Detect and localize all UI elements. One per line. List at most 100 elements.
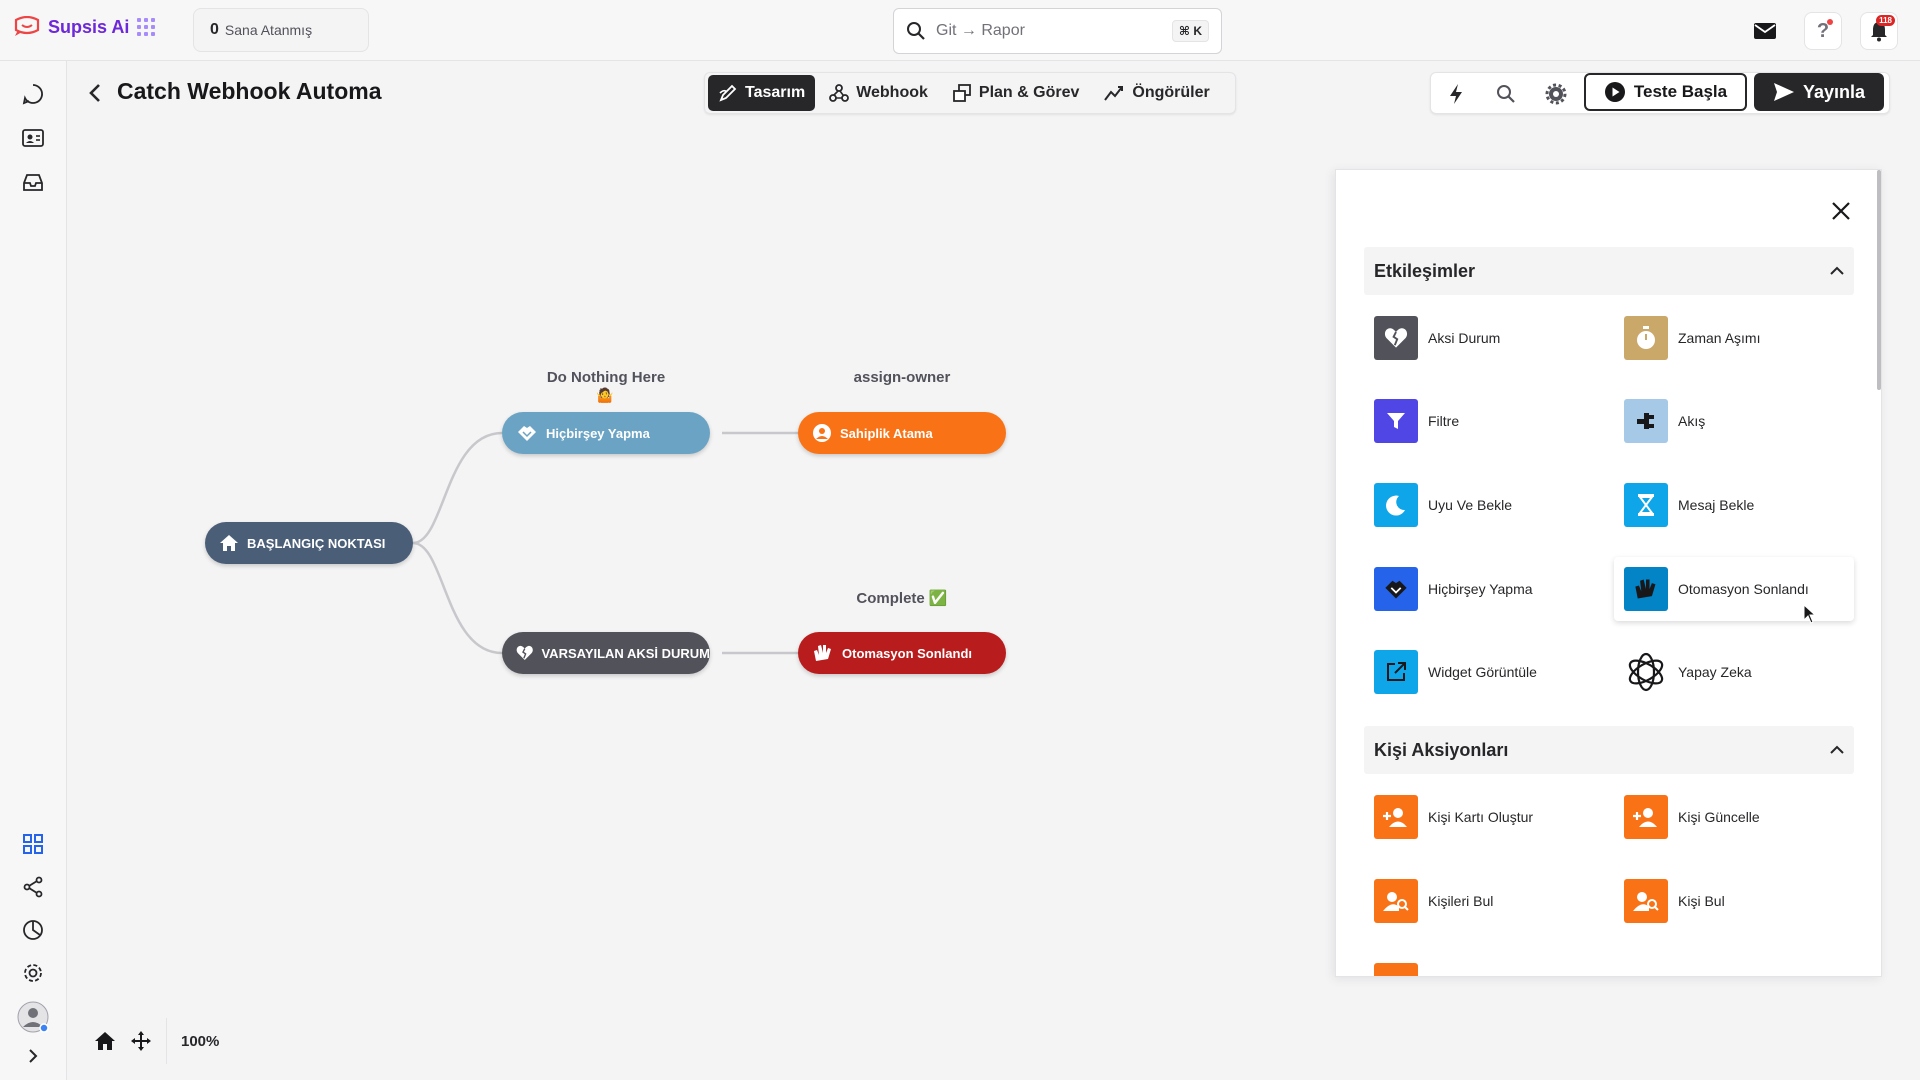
section-title: Kişi Aksiyonları bbox=[1374, 739, 1509, 760]
flow-icon bbox=[1624, 399, 1668, 443]
palette-item-else[interactable]: Aksi Durum bbox=[1364, 306, 1604, 370]
palette-item-automation-ended[interactable]: Otomasyon Sonlandı bbox=[1614, 557, 1854, 621]
dashboard-icon[interactable] bbox=[20, 831, 46, 857]
section-contact-actions[interactable]: Kişi Aksiyonları bbox=[1364, 726, 1854, 774]
broken-heart-icon bbox=[1374, 316, 1418, 360]
tab-webhook[interactable]: Webhook bbox=[819, 75, 938, 111]
user-edit-icon bbox=[1624, 795, 1668, 839]
home-icon bbox=[220, 535, 238, 551]
default-else-node[interactable]: VARSAYILAN AKSİ DURUM bbox=[502, 632, 710, 674]
assigned-label: Sana Atanmış bbox=[224, 22, 313, 38]
zoom-level: 100% bbox=[181, 1032, 220, 1050]
canvas-search-button[interactable] bbox=[1493, 81, 1519, 107]
start-node-label: BAŞLANGIÇ NOKTASI bbox=[247, 535, 386, 551]
tab-insights[interactable]: Öngörüler bbox=[1093, 75, 1219, 111]
external-link-icon bbox=[1374, 650, 1418, 694]
tab-label: Öngörüler bbox=[1132, 84, 1210, 101]
help-button[interactable]: ? bbox=[1804, 12, 1842, 50]
palette-item-ai[interactable]: Yapay Zeka bbox=[1614, 640, 1854, 704]
handshake-icon bbox=[518, 426, 536, 441]
palette-item-timeout[interactable]: Zaman Aşımı bbox=[1614, 306, 1854, 370]
start-test-button[interactable]: Teste Başla bbox=[1584, 73, 1747, 111]
palette-item-flow[interactable]: Akış bbox=[1614, 389, 1854, 453]
palette-item-label: Yapay Zeka bbox=[1678, 664, 1752, 680]
start-node[interactable]: BAŞLANGIÇ NOKTASI bbox=[205, 522, 413, 564]
brand-logo-icon bbox=[14, 16, 40, 36]
palette-item-label: Aksi Durum bbox=[1428, 330, 1501, 346]
emoji-icon: 🤷 bbox=[596, 387, 614, 403]
mail-button[interactable] bbox=[1746, 12, 1784, 50]
tab-label: Tasarım bbox=[745, 84, 806, 101]
palette-item-find-contact[interactable]: Kişi Bul bbox=[1614, 869, 1854, 933]
palette-item-widget[interactable]: Widget Görüntüle bbox=[1364, 640, 1604, 704]
palette-item-do-nothing[interactable]: Hiçbirşey Yapma bbox=[1364, 557, 1604, 621]
palette-item-wait-message[interactable]: Mesaj Bekle bbox=[1614, 473, 1854, 537]
close-panel-button[interactable] bbox=[1828, 198, 1854, 224]
ai-icon bbox=[1624, 650, 1668, 694]
view-tabs: Tasarım Webhook Plan & Görev Öngörüler bbox=[704, 72, 1236, 114]
settings-icon[interactable] bbox=[20, 960, 46, 986]
chevron-up-icon bbox=[1830, 745, 1844, 754]
tab-label: Plan & Görev bbox=[978, 84, 1080, 101]
home-icon[interactable] bbox=[94, 1031, 116, 1051]
palette-item-update-contact[interactable]: Kişi Güncelle bbox=[1614, 785, 1854, 849]
user-search-icon bbox=[1374, 879, 1418, 923]
start-test-label: Teste Başla bbox=[1633, 82, 1728, 101]
panel-scrollbar[interactable] bbox=[1877, 170, 1881, 390]
inbox-icon[interactable] bbox=[20, 169, 46, 195]
do-nothing-node[interactable]: Hiçbirşey Yapma bbox=[502, 412, 710, 454]
chat-icon[interactable] bbox=[20, 81, 46, 107]
share-icon[interactable] bbox=[20, 874, 46, 900]
reports-icon[interactable] bbox=[20, 917, 46, 943]
play-circle-icon bbox=[1604, 82, 1625, 102]
contacts-icon[interactable] bbox=[20, 125, 46, 151]
automation-settings-button[interactable] bbox=[1543, 81, 1569, 107]
chevron-up-icon bbox=[1830, 266, 1844, 275]
help-dot bbox=[1827, 19, 1833, 25]
tab-label: Webhook bbox=[856, 84, 928, 101]
palette-item-label: Akış bbox=[1678, 413, 1706, 429]
user-find-icon bbox=[1624, 879, 1668, 923]
assign-owner-node[interactable]: Sahiplik Atama bbox=[798, 412, 1006, 454]
section-interactions[interactable]: Etkileşimler bbox=[1364, 247, 1854, 295]
assigned-count: 0 bbox=[210, 21, 219, 38]
palette-item-filter[interactable]: Filtre bbox=[1364, 389, 1604, 453]
user-avatar[interactable] bbox=[17, 1001, 49, 1033]
node-palette-panel: Etkileşimler Aksi Durum Zaman Aşımı Filt… bbox=[1335, 169, 1882, 977]
apps-grid-icon[interactable] bbox=[137, 18, 155, 36]
palette-item-sleep[interactable]: Uyu Ve Bekle bbox=[1364, 473, 1604, 537]
publish-button[interactable]: Yayınla bbox=[1754, 73, 1884, 111]
help-icon: ? bbox=[1816, 19, 1830, 42]
automation-ended-node[interactable]: Otomasyon Sonlandı bbox=[798, 632, 1006, 674]
palette-item-partial[interactable] bbox=[1364, 953, 1604, 976]
palette-item-label: Zaman Aşımı bbox=[1678, 330, 1761, 346]
palette-item-create-contact[interactable]: Kişi Kartı Oluştur bbox=[1364, 785, 1604, 849]
canvas-controls: 100% bbox=[94, 1018, 220, 1064]
global-search-input[interactable]: Git → Rapor ⌘ K bbox=[893, 8, 1222, 54]
node-caption: assign-owner bbox=[853, 369, 951, 386]
assigned-to-me-button[interactable]: 0 Sana Atanmış bbox=[193, 8, 369, 52]
top-bar: Supsis Ai 0 Sana Atanmış Git → Rapor ⌘ K… bbox=[0, 0, 1920, 61]
node-label: Otomasyon Sonlandı bbox=[842, 645, 973, 661]
notification-badge: 118 bbox=[1876, 15, 1895, 26]
close-icon bbox=[1832, 202, 1850, 220]
notifications-button[interactable]: 118 bbox=[1860, 12, 1898, 50]
brand-logo[interactable]: Supsis Ai bbox=[12, 16, 129, 38]
tab-plan[interactable]: Plan & Görev bbox=[942, 75, 1089, 111]
palette-item-label: Otomasyon Sonlandı bbox=[1678, 581, 1809, 597]
clap-icon bbox=[1624, 567, 1668, 611]
palette-item-label: Kişi Kartı Oluştur bbox=[1428, 809, 1534, 825]
palette-item-label: Kişi Güncelle bbox=[1678, 809, 1760, 825]
back-button[interactable] bbox=[82, 80, 108, 106]
expand-sidebar-icon[interactable] bbox=[20, 1043, 46, 1069]
tab-design[interactable]: Tasarım bbox=[708, 75, 816, 111]
search-icon bbox=[1497, 85, 1515, 103]
move-icon[interactable] bbox=[130, 1030, 152, 1052]
chevron-left-icon bbox=[89, 84, 100, 102]
node-label: Sahiplik Atama bbox=[840, 425, 933, 441]
mouse-cursor-icon bbox=[1803, 604, 1817, 624]
palette-item-find-contacts[interactable]: Kişileri Bul bbox=[1364, 869, 1604, 933]
gear-icon bbox=[1545, 83, 1567, 105]
node-label: VARSAYILAN AKSİ DURUM bbox=[541, 645, 710, 661]
trigger-button[interactable] bbox=[1443, 81, 1469, 107]
